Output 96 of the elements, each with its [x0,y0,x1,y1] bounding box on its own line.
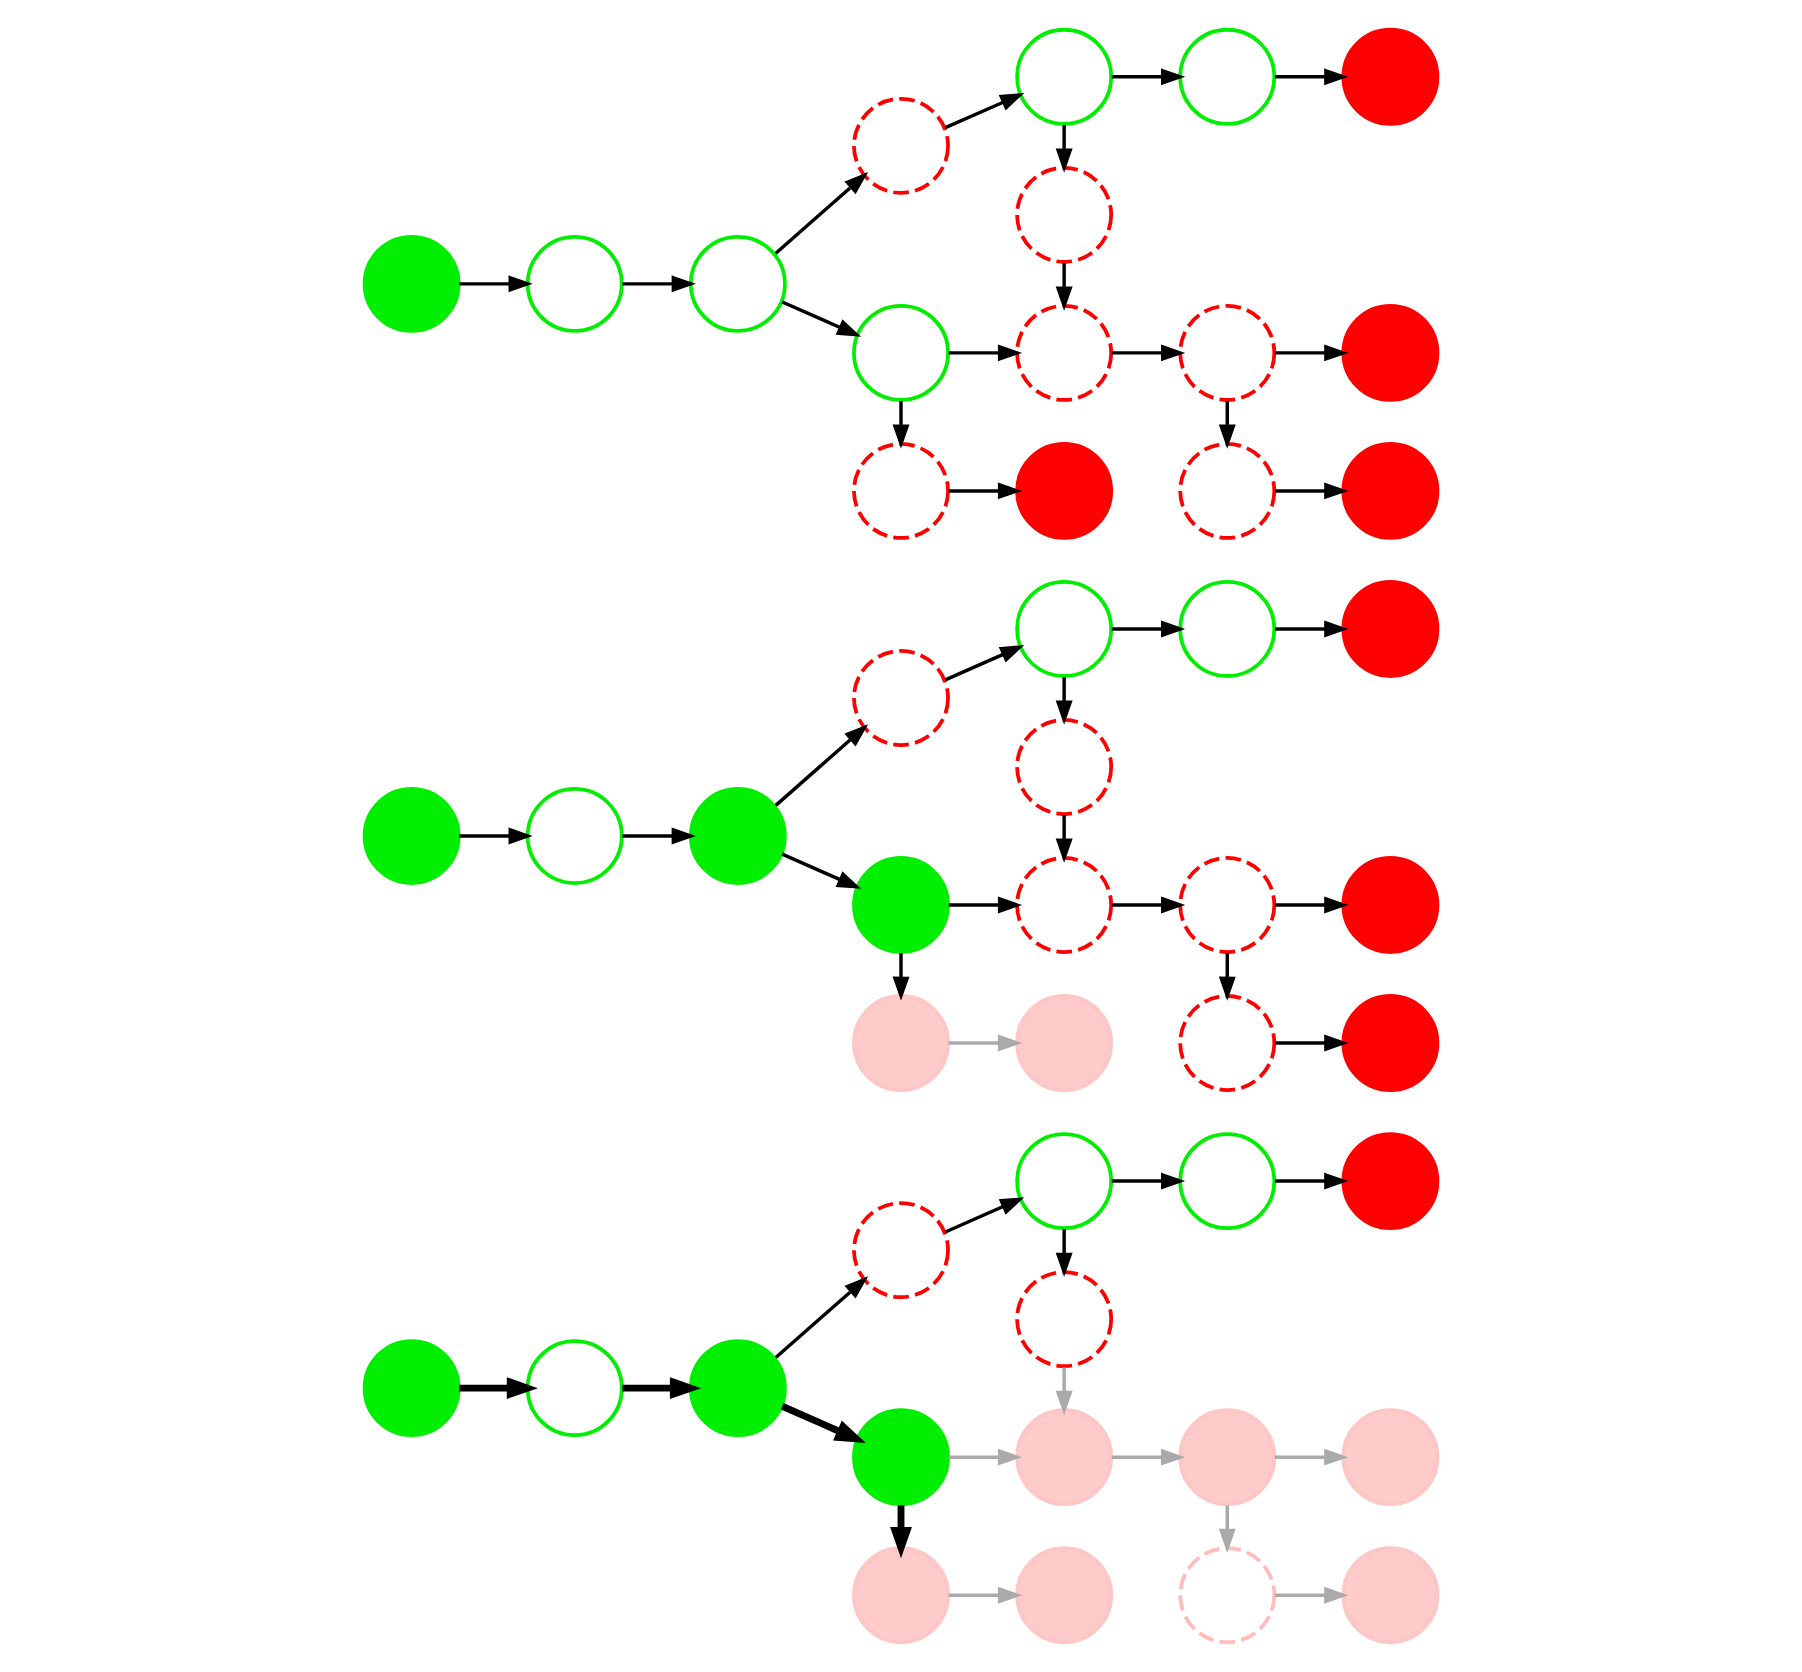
node-circle [1178,442,1277,540]
arrow [890,1505,912,1559]
node-circle [1341,303,1440,402]
node-circle [1341,580,1440,678]
node-circle [1178,994,1277,1092]
node-circle [1015,1408,1114,1507]
arrow [1111,1448,1186,1466]
node-circle [1178,303,1277,402]
arrow [1274,620,1349,638]
node-circle [852,1201,950,1300]
node-circle [852,1408,950,1507]
node-circle [1341,994,1440,1092]
node-circle [1015,165,1114,264]
arrow [948,344,1023,362]
node-circle [1015,718,1114,816]
node-circle [852,994,950,1092]
arrow [781,852,862,889]
arrow [944,1197,1025,1234]
node-circle [1015,580,1114,678]
node-circle [852,96,950,195]
node-circle [1341,1132,1440,1231]
node-circle [1015,1132,1114,1231]
arrow [1274,1172,1349,1190]
arrow [892,953,910,1001]
node-circle [1015,303,1114,402]
node-circle [1015,442,1114,540]
arrow [459,1377,538,1399]
arrow [1274,1034,1349,1052]
arrow [1111,620,1186,638]
arrow [459,275,533,293]
arrow [1055,124,1073,173]
arrow [944,645,1025,682]
node-circle [688,1339,787,1438]
arrow [944,92,1025,130]
node-circle [1015,856,1114,954]
arrow [1111,344,1186,362]
arrow [1111,896,1186,914]
node-circle [1178,856,1277,954]
node-circle [1015,1546,1114,1645]
arrow [1055,1367,1073,1415]
arrow [1055,1229,1073,1277]
node-circle [1178,1132,1277,1231]
node-circle [1015,994,1114,1092]
node-circle [1341,27,1440,126]
arrow [948,1034,1023,1052]
arrow [780,1403,866,1444]
node-circle [1341,442,1440,540]
arrow [1218,953,1236,1001]
node-circle [852,303,950,402]
arrow [622,275,696,293]
arrow [622,1377,702,1399]
node-circle [1341,1408,1440,1507]
node-circle [362,234,461,333]
node-circle [525,787,624,885]
node-circle [525,234,624,333]
node-circle [362,1339,461,1438]
node-circle [852,856,950,954]
arrow [781,300,862,337]
arrow [1218,401,1236,449]
arrow [948,482,1023,500]
arrow [1111,68,1186,86]
node-circle [525,1339,624,1438]
arrow [1055,677,1073,725]
arrow [774,724,869,807]
arrow [948,896,1023,914]
arrow [1055,815,1073,863]
arrow [1274,1586,1349,1604]
node-circle [688,787,787,885]
node-circle [852,649,950,747]
node-circle [852,1546,950,1645]
arrow [1218,1505,1236,1553]
arrow [1111,1172,1186,1190]
node-circle [1015,27,1114,126]
arrow [892,401,910,449]
arrow [948,1448,1023,1466]
node-circle [1178,1408,1277,1507]
node-circle [1341,1546,1440,1645]
arrow [1274,68,1349,86]
arrow [948,1586,1023,1604]
node-circle [688,234,787,333]
node-circle [1178,27,1277,126]
arrow [1274,896,1349,914]
arrow [459,827,533,845]
arrow [1274,482,1349,500]
node-circle [1178,580,1277,678]
node-circle [1178,1546,1277,1645]
arrow [1274,344,1349,362]
arrow [622,827,696,845]
arrow [1055,262,1073,311]
arrow [774,172,869,255]
arrow [1274,1448,1349,1466]
node-circle [362,787,461,885]
arrow [774,1276,869,1359]
node-circle [1015,1270,1114,1369]
node-circle [852,442,950,540]
node-circle [1341,856,1440,954]
